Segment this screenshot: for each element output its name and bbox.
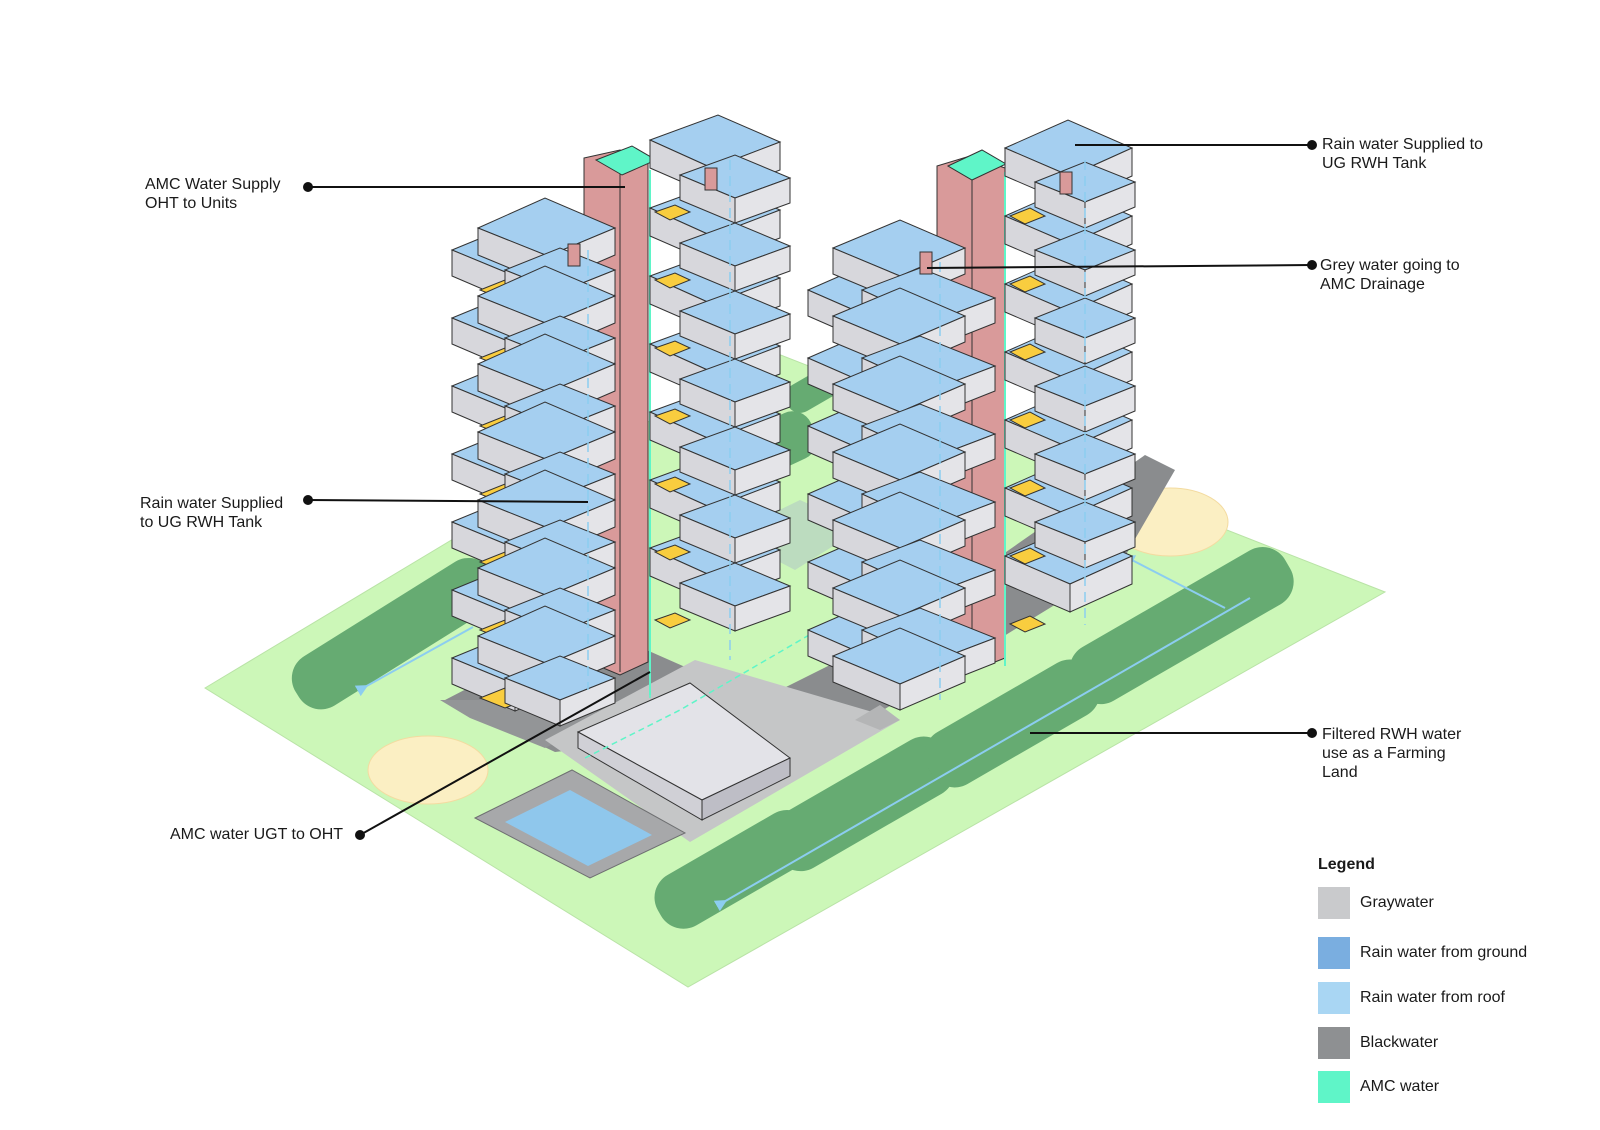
cream-circle-left: [367, 735, 489, 805]
callout-rain-left: Rain water Supplied to UG RWH Tank: [140, 495, 284, 531]
right-tower-back-stack: [1003, 119, 1137, 633]
callout-amc-supply: AMC Water Supply OHT to Units: [145, 176, 281, 212]
farm-strip-3: [769, 736, 955, 872]
legend-label: Rain water from roof: [1360, 989, 1505, 1006]
balcony: [653, 204, 692, 221]
slab: [678, 290, 792, 360]
balcony: [653, 272, 692, 289]
legend-swatch: [1318, 1071, 1350, 1103]
swimming-pool: [473, 769, 687, 879]
balcony: [653, 544, 692, 561]
legend-swatch: [1318, 1027, 1350, 1059]
legend-swatch: [1318, 982, 1350, 1014]
balcony: [1008, 547, 1047, 565]
left-rooftop-stack: [704, 167, 718, 191]
callout-amc-ugt: AMC water UGT to OHT: [170, 826, 344, 843]
paving-dark: [445, 455, 1175, 752]
callout-rain-right: Rain water Supplied to UG RWH Tank: [1322, 136, 1483, 172]
slab: [831, 627, 967, 711]
left-tower-back-stack: [648, 114, 792, 632]
underground-tank-block: [576, 682, 791, 821]
legend-swatch: [1318, 937, 1350, 969]
balcony: [653, 476, 692, 493]
balcony: [1008, 479, 1047, 497]
balcony: [653, 612, 692, 629]
balcony: [653, 340, 692, 357]
left-front-rooftop-stack: [567, 243, 581, 267]
left-tower: [450, 114, 792, 727]
paving-stripe: [855, 705, 900, 730]
farming-strips: [291, 367, 1294, 929]
slab: [678, 358, 792, 428]
right-tower: [806, 119, 1137, 711]
callout-filtered: Filtered RWH water use as a Farming Land: [1322, 726, 1462, 781]
slab: [678, 562, 792, 632]
farm-strip-4: [924, 659, 1101, 788]
right-tower-front-stack: [806, 219, 997, 711]
balcony: [653, 408, 692, 425]
slab: [678, 494, 792, 564]
slab: [678, 222, 792, 292]
legend-title: Legend: [1318, 856, 1375, 873]
ground-water-lines: [354, 555, 1251, 912]
legend-label: Graywater: [1360, 894, 1434, 911]
callout-grey-water: Grey water going to AMC Drainage: [1320, 257, 1460, 293]
legend-label: AMC water: [1360, 1078, 1440, 1095]
slab: [1033, 297, 1137, 365]
balcony: [1008, 343, 1047, 361]
balcony: [1008, 615, 1047, 633]
slab: [678, 426, 792, 496]
right-front-rooftop-stack: [919, 251, 933, 275]
balcony: [1008, 411, 1047, 429]
balcony: [1008, 207, 1047, 225]
callout-leaders: [303, 140, 1317, 840]
slab: [678, 154, 792, 224]
legend-label: Rain water from ground: [1360, 944, 1528, 961]
farm-strip-1: [291, 557, 498, 710]
farm-strip-5: [1069, 547, 1294, 705]
left-tower-front-stack: [450, 197, 617, 727]
legend-swatch: [1318, 887, 1350, 919]
right-rooftop-stack: [1059, 171, 1073, 195]
legend-label: Blackwater: [1360, 1034, 1439, 1051]
balcony: [1008, 275, 1047, 293]
